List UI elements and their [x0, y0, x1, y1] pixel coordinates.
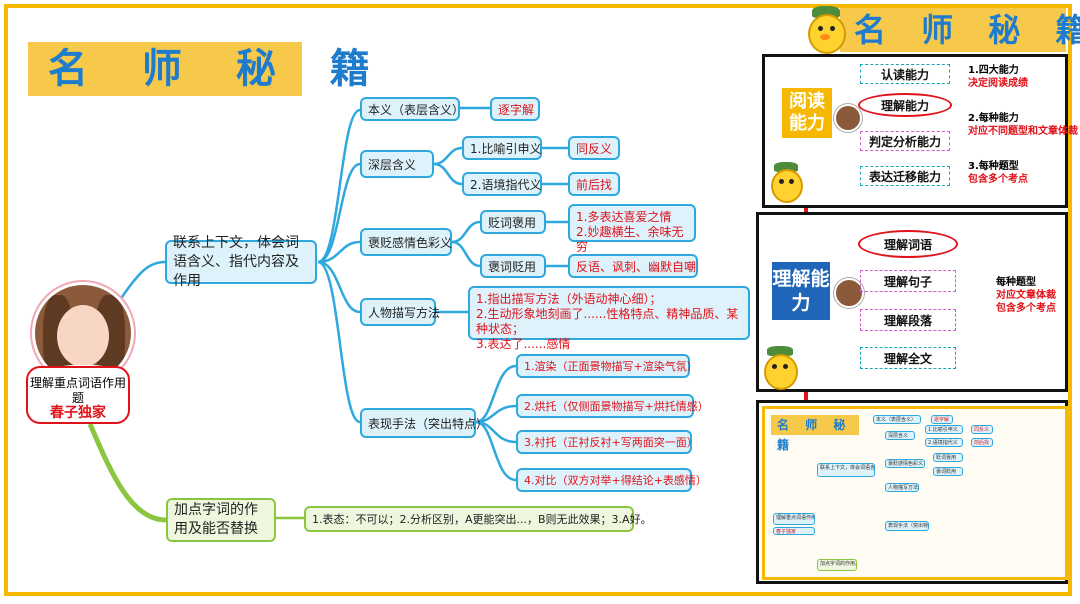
duck-icon-panel1 — [768, 162, 804, 203]
root-node: 理解重点词语作用题 春子独家 — [26, 366, 130, 424]
node-metaphor: 1.比喻引申义 — [462, 136, 542, 160]
node-technique-3: 3.衬托（正衬反衬+写两面突一面） — [516, 430, 698, 454]
note-four-abilities: 1.四大能力决定阅读成绩 — [968, 65, 1028, 89]
node-literal-meaning: 本义（表层含义） — [360, 97, 464, 121]
note-each-ability: 2.每种能力对应不同题型和文章体裁 — [968, 113, 1078, 137]
node-understand-words: 理解词语 — [858, 230, 958, 258]
node-context-ref: 2.语境指代义 — [462, 172, 542, 196]
branch-context-node: 联系上下文，体会词语含义、指代内容及作用 — [165, 235, 317, 289]
node-technique-1: 1.渲染（正面景物描写+渲染气氛） — [516, 354, 698, 378]
understanding-ability-box: 理解能力 — [772, 262, 830, 320]
node-technique-2: 2.烘托（仅侧面景物描写+烘托情感） — [516, 394, 709, 418]
node-understanding-highlight: 理解能力 — [858, 93, 952, 117]
avatar-small-icon-2 — [834, 278, 864, 308]
page-title: 名 师 秘 籍 — [48, 46, 390, 92]
node-understand-paragraphs: 理解段落 — [860, 309, 956, 331]
node-context-ref-answer: 前后找 — [568, 172, 620, 196]
avatar-small-icon — [834, 104, 862, 132]
node-derogatory-praise: 贬词褒用 — [480, 210, 546, 234]
node-technique-4: 4.对比（双方对举+得结论+表感情） — [516, 468, 707, 492]
corner-banner: 名 师 秘 籍 — [840, 8, 1080, 52]
node-expression-transfer: 表达迁移能力 — [860, 166, 950, 186]
reading-ability-box: 阅读能力 — [780, 86, 834, 140]
note-each-question-type: 3.每种题型包含多个考点 — [968, 161, 1028, 185]
node-metaphor-answer: 同反义 — [568, 136, 620, 160]
node-praise-derogatory-answer: 反语、讽刺、幽默自嘲 — [568, 254, 698, 278]
node-character-answer: 1.指出描写方法（外语动神心细）；2.生动形象地刻画了......性格特点、精神… — [468, 286, 750, 351]
note-question-types: 每种题型对应文章体裁包含多个考点 — [996, 277, 1056, 314]
root-node-sub: 春子独家 — [50, 405, 106, 421]
duck-mascot-icon — [804, 6, 848, 54]
node-deep-meaning: 深层含义 — [360, 150, 434, 178]
node-literal-answer: 逐字解 — [490, 97, 540, 121]
duck-icon-panel2 — [760, 346, 800, 390]
node-understand-full-text: 理解全文 — [860, 347, 956, 369]
branch-dotted-words-node: 加点字词的作用及能否替换 — [166, 498, 276, 542]
mini-title: 名 师 秘 籍 — [771, 415, 859, 452]
node-recognition: 认读能力 — [860, 64, 950, 84]
node-dotted-words-answer: 1.表态：不可以；2.分析区别，A更能突出...，B则无此效果；3.A好。 — [304, 506, 652, 532]
mini-mindmap: 名 师 秘 籍 本义（表层含义） 逐字解 深层含义 1.比喻引申义 同反义 2.… — [762, 406, 1068, 580]
node-analysis: 判定分析能力 — [860, 131, 950, 151]
node-character-description: 人物描写方法 — [360, 298, 440, 326]
node-praise-derogatory: 褒词贬用 — [480, 254, 546, 278]
node-understand-sentences: 理解句子 — [860, 270, 956, 292]
title-banner: 名 师 秘 籍 — [28, 42, 390, 96]
node-expression-technique: 表现手法（突出特点） — [360, 408, 488, 438]
slide-frame — [4, 4, 1072, 596]
corner-title: 名 师 秘 籍 — [854, 11, 1080, 49]
node-emotion-color: 褒贬感情色彩义 — [360, 228, 452, 256]
root-node-label: 理解重点词语作用题 — [29, 376, 126, 405]
